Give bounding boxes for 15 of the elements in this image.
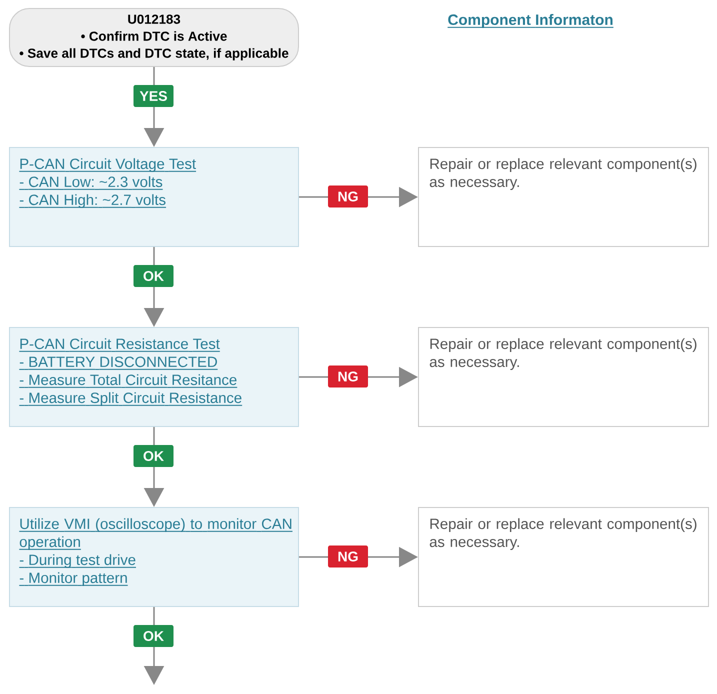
result-box: Repair or replace relevant component(s) as necessary. [418, 147, 709, 247]
start-box: U012183 • Confirm DTC is Active • Save all DTCs and DTC state, if applicable [9, 8, 299, 67]
edge-label: YES [134, 85, 174, 107]
edge-label: OK [134, 265, 174, 287]
link-text: Component Informaton [447, 14, 614, 28]
edge-label: OK [134, 625, 174, 647]
edge-label: OK [134, 445, 174, 467]
edge-label: NG [328, 546, 368, 568]
result-box: Repair or replace relevant component(s) as necessary. [418, 327, 709, 427]
result-box: Repair or replace relevant component(s) as necessary. [418, 507, 709, 607]
edge-label: NG [328, 366, 368, 388]
test-step-box: P-CAN Circuit Resistance Test - BATTERY DISCONNECTED - Measure Total Circuit Resitance - Measure Split Circuit Resistance [9, 327, 299, 427]
test-step-box: Utilize VMI (oscilloscope) to monitor CAN operation - During test drive - Monitor pattern [9, 507, 299, 607]
edge-label: NG [328, 186, 368, 208]
test-step-box: P-CAN Circuit Voltage Test - CAN Low: ~2.3 volts - CAN High: ~2.7 volts [9, 147, 299, 247]
